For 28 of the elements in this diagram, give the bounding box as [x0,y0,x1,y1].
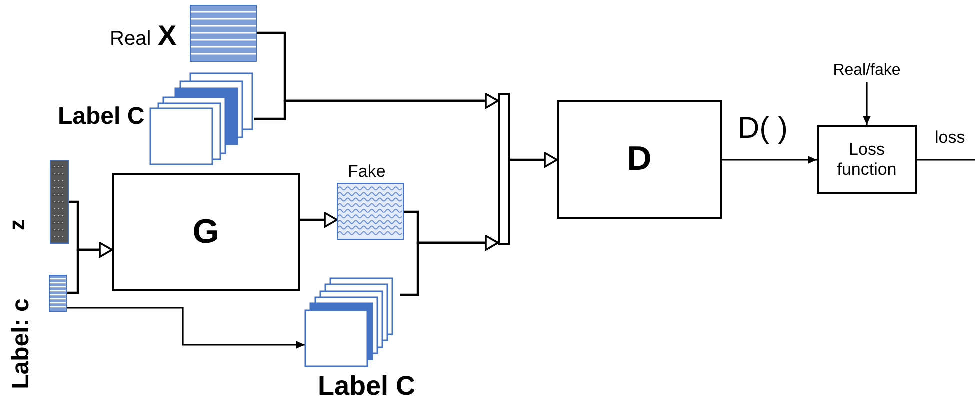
caption-text: Label: c [7,298,36,390]
edge-label: loss [935,128,966,148]
arrow [863,82,871,125]
process-box: Loss function [817,125,917,194]
caption-text: Label C [318,371,416,402]
edge-label: D( ) [738,112,788,146]
arrow [400,235,499,296]
picture [337,183,404,240]
connector-line [917,159,975,161]
arrow [67,307,305,349]
arrow [254,93,499,120]
input-label: Real/fake [832,60,902,82]
caption-text: z [4,220,30,230]
arrow [722,156,817,164]
concatenation-bar [498,93,510,245]
noise-vector-drawing [50,160,69,244]
arrow [510,152,558,168]
caption-text: Fake [348,162,386,182]
arrow [300,212,338,228]
caption-text: Real [110,28,152,51]
discriminator-box: D [557,100,722,219]
picture [190,5,257,62]
card-stack-drawing [150,73,254,166]
label-vector-drawing [49,275,67,312]
caption-text: X [158,20,177,52]
arrow [67,242,113,294]
generator-box: G [112,173,300,291]
caption-text: Label C [58,103,145,131]
